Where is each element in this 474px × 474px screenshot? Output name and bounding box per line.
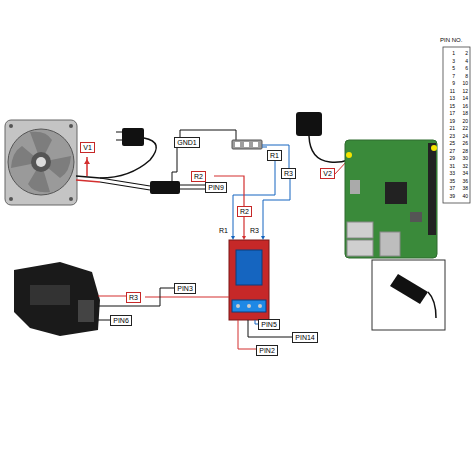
pin-number: 18 [458, 110, 468, 116]
wire-label: R3 [127, 293, 140, 302]
pin-number: 39 [445, 193, 455, 199]
wire-label: PIN9 [206, 183, 226, 192]
pin-number: 11 [445, 88, 455, 94]
callout-box: V2 [320, 168, 335, 179]
wire-label: PIN14 [293, 333, 317, 342]
wire-label: PIN6 [111, 316, 131, 325]
callout-box: R2 [191, 171, 206, 182]
pin-number: 32 [458, 163, 468, 169]
pin-number: 36 [458, 178, 468, 184]
callout-box: PIN3 [174, 283, 196, 294]
pin-number: 22 [458, 125, 468, 131]
pin-number: 20 [458, 118, 468, 124]
pin-number: 35 [445, 178, 455, 184]
pin-number: 17 [445, 110, 455, 116]
pin-number: 21 [445, 125, 455, 131]
callout-box: PIN2 [256, 345, 278, 356]
pin-number: 13 [445, 95, 455, 101]
pin-number: 40 [458, 193, 468, 199]
power-adapter [296, 112, 348, 162]
wire-label: GND1 [175, 138, 199, 147]
callout-box: R3 [281, 168, 296, 179]
pin-number: 31 [445, 163, 455, 169]
pin-number: 37 [445, 185, 455, 191]
pin-number: 5 [445, 65, 455, 71]
callout-box: GND1 [174, 137, 200, 148]
power-adapter [100, 128, 156, 178]
wire-label: V2 [321, 169, 334, 178]
led-strip [232, 140, 262, 149]
pin-number: 25 [445, 140, 455, 146]
callout-box: PIN5 [258, 319, 280, 330]
pin-table [443, 47, 470, 203]
wire-label: R2 [238, 207, 251, 216]
callout-box: R3 [126, 292, 141, 303]
wire-label: R1 [268, 151, 281, 160]
callout-box: R1 [267, 150, 282, 161]
pin-number: 30 [458, 155, 468, 161]
terminal-label: R1 [219, 227, 228, 235]
pin-number: 2 [458, 50, 468, 56]
pin-number: 15 [445, 103, 455, 109]
raspberry-pi [345, 140, 437, 258]
wire-label: R3 [282, 169, 295, 178]
pin-number: 6 [458, 65, 468, 71]
terminal-label: R3 [250, 227, 259, 235]
pin-number: 38 [458, 185, 468, 191]
callout-box: PIN9 [205, 182, 227, 193]
pin-number: 4 [458, 58, 468, 64]
pin-number: 3 [445, 58, 455, 64]
coin-acceptor [14, 262, 100, 336]
pin-number: 27 [445, 148, 455, 154]
pin-number: 28 [458, 148, 468, 154]
callout-box: R2 [237, 206, 252, 217]
pin-number: 33 [445, 170, 455, 176]
pin-number: 29 [445, 155, 455, 161]
pin-number: 10 [458, 80, 468, 86]
fan [5, 120, 77, 205]
pin-number: 8 [458, 73, 468, 79]
pin-number: 1 [445, 50, 455, 56]
wire-label: PIN5 [259, 320, 279, 329]
table-heading: PIN NO. [440, 37, 462, 44]
pin-number: 26 [458, 140, 468, 146]
wire-label: PIN2 [257, 346, 277, 355]
usb-adapter [372, 260, 445, 330]
callout-box: PIN14 [292, 332, 318, 343]
wire-label: PIN3 [175, 284, 195, 293]
relay-module [229, 240, 269, 320]
motor-controller [150, 181, 180, 194]
wire-label: R2 [192, 172, 205, 181]
pin-number: 24 [458, 133, 468, 139]
pin-number: 34 [458, 170, 468, 176]
pin-number: 14 [458, 95, 468, 101]
pin-number: 16 [458, 103, 468, 109]
pin-number: 19 [445, 118, 455, 124]
pin-number: 7 [445, 73, 455, 79]
callout-box: PIN6 [110, 315, 132, 326]
callout-box: V1 [80, 142, 95, 153]
pin-number: 12 [458, 88, 468, 94]
pin-number: 9 [445, 80, 455, 86]
wire-label: V1 [81, 143, 94, 152]
pin-number: 23 [445, 133, 455, 139]
